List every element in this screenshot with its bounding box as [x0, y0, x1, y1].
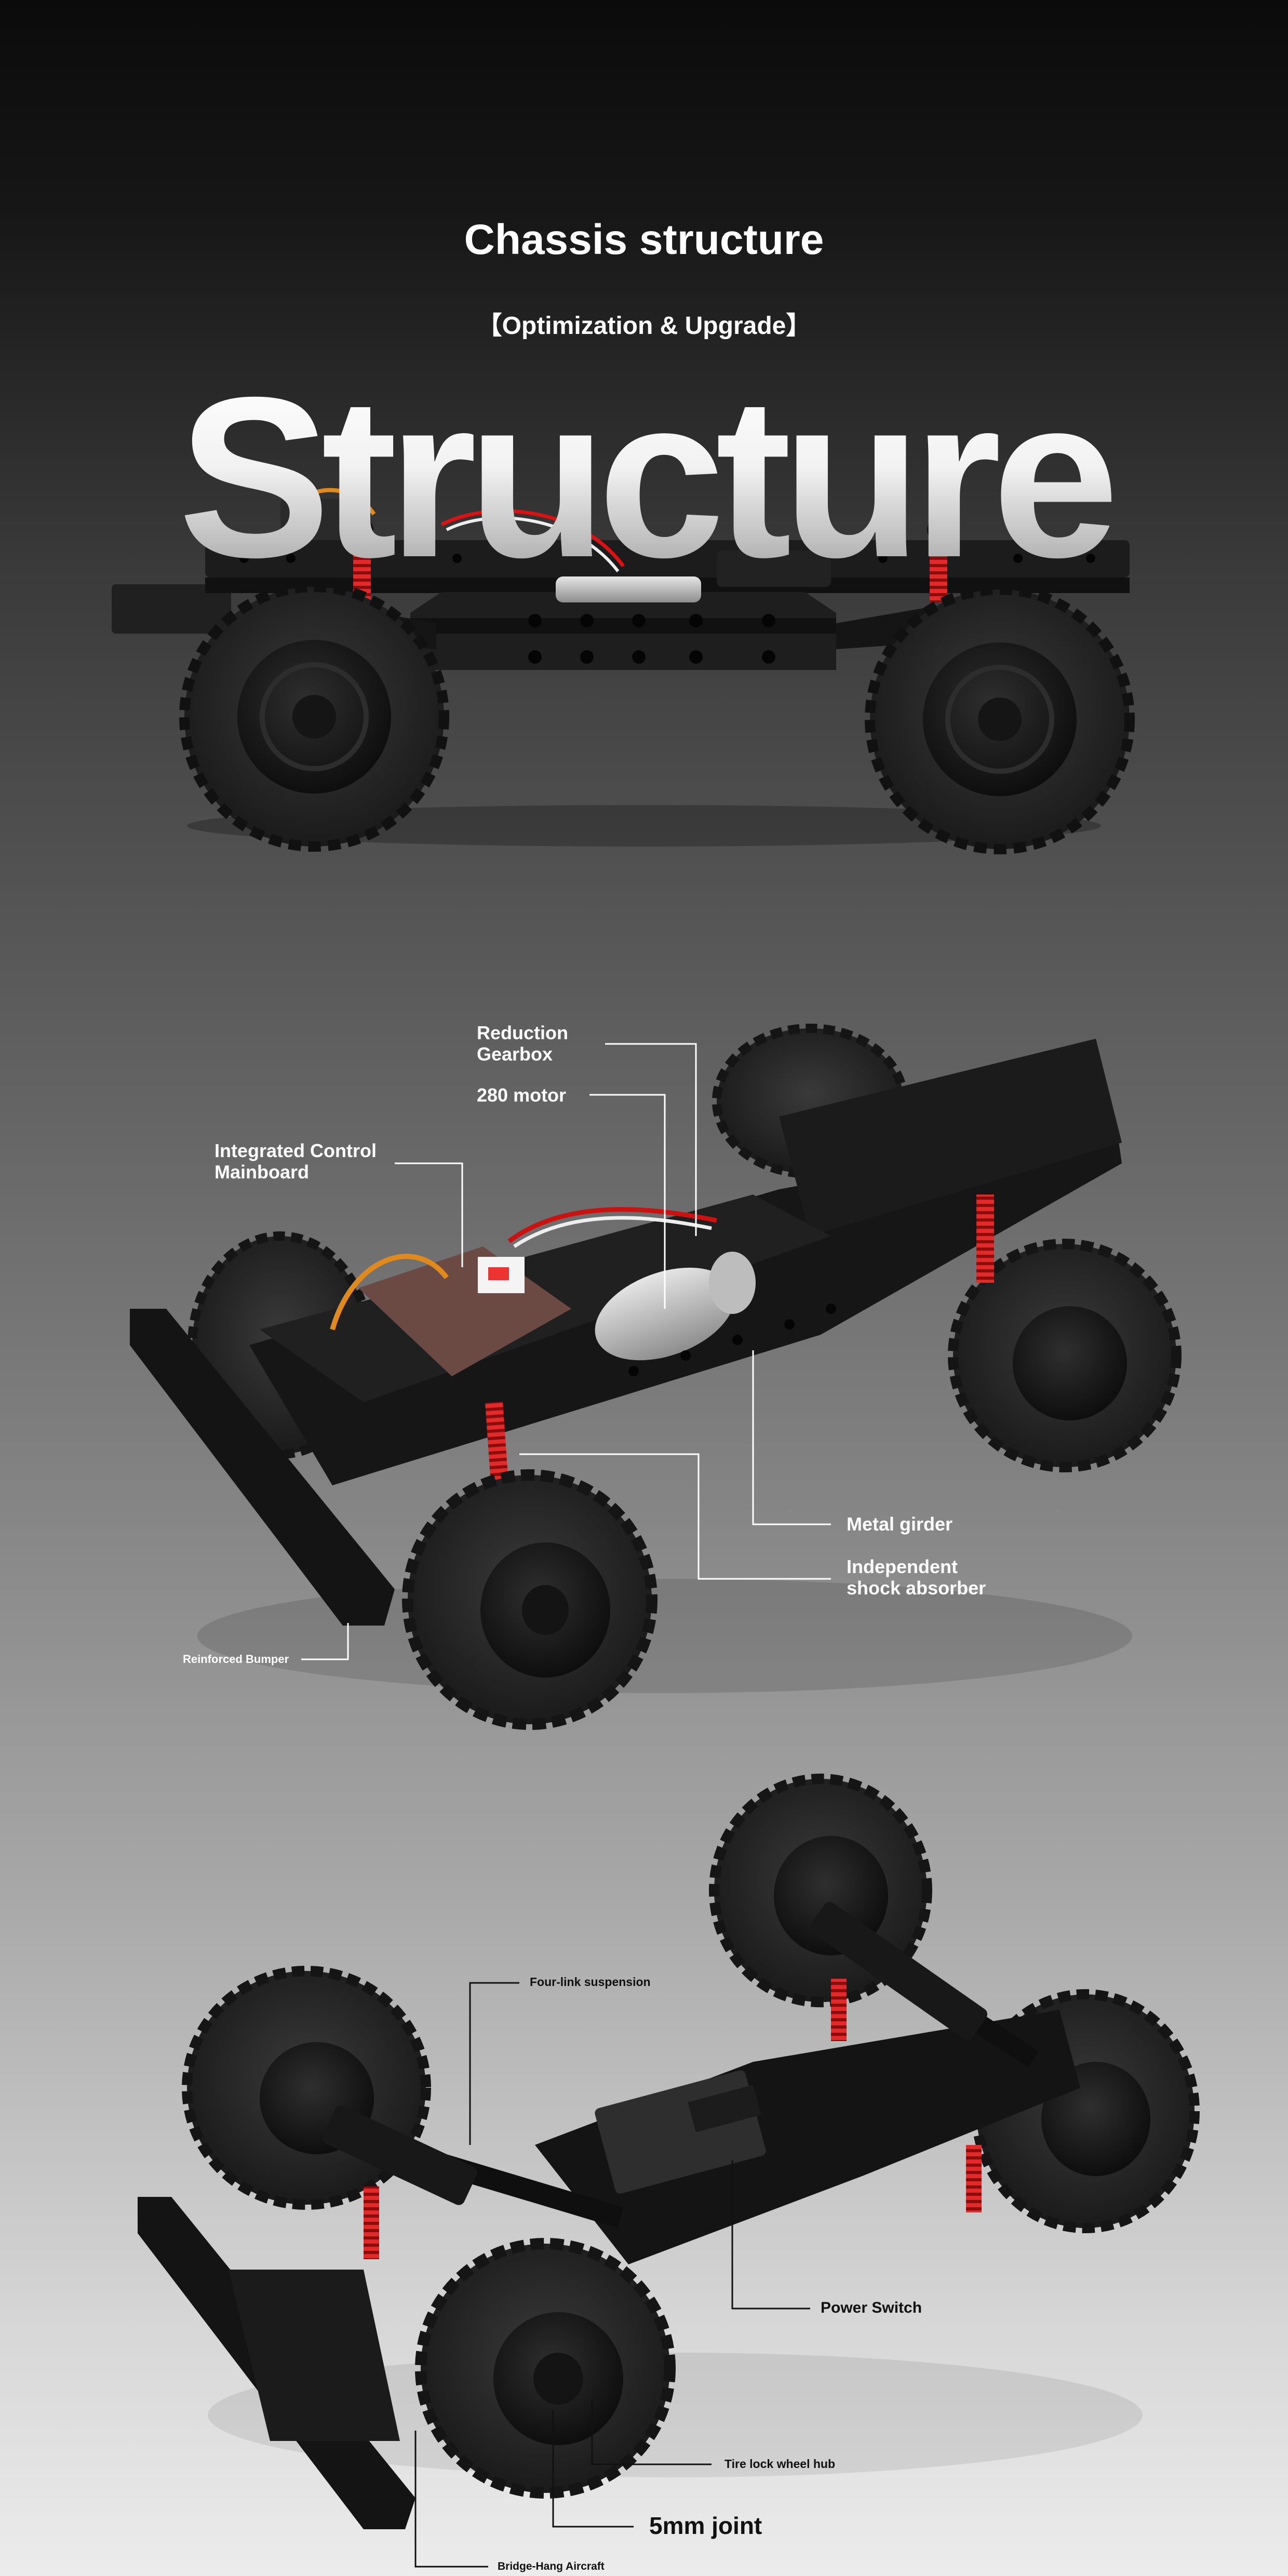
callout-tire-lock-wheel-hub: Tire lock wheel hub: [725, 2457, 836, 2471]
page-subtitle: 【Optimization & Upgrade】: [477, 312, 811, 340]
chassis-side-view: [112, 488, 1135, 854]
leader-lines-bottom-view: [414, 1982, 810, 2568]
callout-four-link-suspension: Four-link suspension: [530, 1975, 651, 1989]
background-word: Structure: [0, 364, 1288, 592]
chassis-top-view: [130, 1024, 1182, 1730]
leader-lines-top-view: [301, 1043, 831, 1660]
callout-power-switch: Power Switch: [821, 2299, 922, 2316]
callout-reinforced-bumper: Reinforced Bumper: [183, 1653, 289, 1666]
callout-independent-shock-absorber: Independent shock absorber: [847, 1556, 986, 1599]
chassis-bottom-view: [138, 1774, 1200, 2529]
callout-reduction-gearbox: Reduction Gearbox: [477, 1022, 568, 1065]
callout-metal-girder: Metal girder: [847, 1513, 953, 1535]
callout-5mm-joint: 5mm joint: [649, 2512, 762, 2539]
callout-280-motor: 280 motor: [477, 1084, 567, 1106]
callout-integrated-control-mainboard: Integrated Control Mainboard: [214, 1140, 377, 1183]
page-title: Chassis structure: [464, 216, 824, 263]
callout-bridge-hang-aircraft: Bridge-Hang Aircraft: [498, 2560, 605, 2572]
